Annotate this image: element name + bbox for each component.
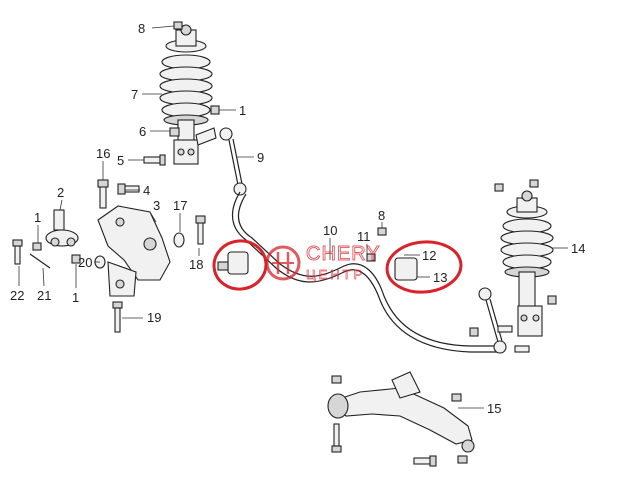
callout-10: 10	[323, 223, 337, 238]
bolt-4	[117, 183, 140, 195]
callout-18: 18	[189, 257, 203, 272]
callout-labels: 8 7 1 6 9 16 5 4 2 3 17 1 18 20 22 21 1 …	[10, 21, 585, 416]
nut-1-upper	[210, 105, 220, 115]
pin-21	[29, 253, 51, 269]
callout-14: 14	[571, 241, 585, 256]
watermark-sub: ЦЕНТР	[306, 267, 365, 282]
callout-1-left: 1	[34, 210, 41, 225]
bolt-5	[143, 154, 166, 166]
lower-control-arm	[327, 371, 475, 453]
callout-1-low: 1	[72, 290, 79, 305]
callout-5: 5	[117, 153, 124, 168]
callout-6: 6	[139, 124, 146, 139]
nut-8-top	[173, 21, 183, 30]
callout-3: 3	[153, 198, 160, 213]
callout-22: 22	[10, 288, 24, 303]
right-strut-hardware	[469, 179, 557, 353]
nut-1-left	[32, 242, 42, 251]
bolt-22	[12, 239, 23, 265]
bolt-18	[195, 215, 206, 245]
callout-4: 4	[143, 183, 150, 198]
lower-arm-hardware	[331, 375, 468, 467]
nut-11	[366, 253, 376, 262]
stabilizer-link-left	[219, 127, 247, 196]
callout-17: 17	[173, 198, 187, 213]
callout-7: 7	[131, 87, 138, 102]
callout-13: 13	[433, 270, 447, 285]
nut-6	[169, 127, 180, 137]
ball-joint	[45, 209, 79, 247]
chery-logo-icon	[265, 245, 301, 281]
right-strut-assembly	[500, 190, 554, 337]
stabilizer-link-right	[478, 287, 507, 354]
callout-11: 11	[357, 229, 371, 244]
callout-2: 2	[57, 185, 64, 200]
leader-lines	[18, 25, 568, 409]
clamp-left	[217, 261, 229, 271]
bushing-17	[173, 232, 185, 248]
callout-8-top: 8	[138, 21, 145, 36]
callout-8-mid: 8	[378, 208, 385, 223]
callout-16: 16	[96, 146, 110, 161]
callout-21: 21	[37, 288, 51, 303]
callout-19: 19	[147, 310, 161, 325]
bolt-16	[97, 179, 109, 209]
watermark-brand: CHERY	[306, 243, 381, 265]
nut-1-low	[71, 254, 81, 264]
left-strut-assembly	[159, 24, 217, 165]
callout-20: 20	[78, 255, 92, 270]
callout-15: 15	[487, 401, 501, 416]
highlight-right-bushing	[385, 240, 463, 294]
callout-12: 12	[422, 248, 436, 263]
callout-9: 9	[257, 150, 264, 165]
callout-1-upper: 1	[239, 103, 246, 118]
nut-8-mid	[377, 227, 387, 236]
bolt-19	[112, 301, 123, 333]
left-knuckle	[97, 205, 171, 297]
stabilizer-bar	[227, 191, 498, 353]
chery-watermark: CHERY ЦЕНТР	[265, 243, 381, 282]
